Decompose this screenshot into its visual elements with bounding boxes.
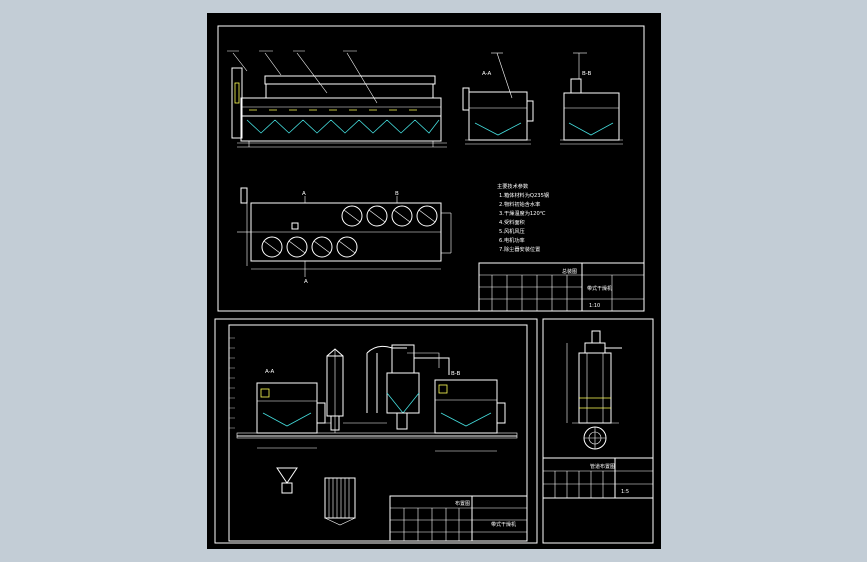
title-block-main-unit: 总装图 [562, 268, 577, 275]
plan-view: A A B [237, 187, 452, 285]
plan-section-b-label: B [395, 191, 399, 197]
plan-section-a-top-label: A [302, 191, 306, 197]
note-line: 5.风机风压 [499, 227, 525, 235]
cad-drawing: A-A B-B [214, 25, 654, 544]
drawing-sheet: A-A B-B [207, 13, 661, 549]
note-line: 1.箱体材料为Q235钢 [499, 191, 549, 199]
technical-notes: 主要技术参数 1.箱体材料为Q235钢 2.物料初始含水率 3.干燥温度为120… [497, 182, 549, 253]
note-line: 6.电机功率 [499, 236, 525, 244]
title-block-lower-name: 带式干燥机 [491, 521, 516, 528]
notes-title: 主要技术参数 [497, 182, 529, 190]
title-block-main-drawing-no: 1:10 [589, 303, 600, 309]
top-frame [217, 25, 645, 312]
title-block-right: 管道布置图 1:5 [542, 457, 654, 499]
layout-section-bb-label: B-B [451, 371, 461, 377]
note-line: 7.除尘器安装位置 [499, 245, 540, 253]
pipe-detail-view [566, 330, 622, 450]
title-block-main-name: 带式干燥机 [587, 285, 612, 292]
section-bb-top: B-B [560, 52, 623, 145]
note-line: 3.干燥温度为120℃ [499, 209, 546, 217]
plan-section-a-bottom-label: A [304, 279, 308, 285]
note-line: 4.受料面积 [499, 218, 525, 226]
title-block-lower-unit: 布置图 [455, 500, 470, 507]
front-elevation-view [227, 50, 447, 148]
section-aa-top-label: A-A [482, 71, 492, 77]
note-line: 2.物料初始含水率 [499, 200, 540, 208]
section-aa-top: A-A [462, 52, 534, 145]
layout-elevation: A-A B-B [236, 344, 518, 526]
title-block-main: 总装图 带式干燥机 1:10 [478, 262, 645, 312]
lower-left-inner-frame [228, 324, 528, 542]
lower-left-frame [214, 318, 538, 544]
lower-right-frame [542, 318, 654, 544]
section-bb-top-label: B-B [582, 71, 592, 77]
layout-section-aa-label: A-A [265, 369, 275, 375]
title-block-lower: 布置图 带式干燥机 [389, 495, 528, 542]
title-block-right-unit: 管道布置图 [590, 463, 615, 470]
title-block-right-drawing-no: 1:5 [621, 489, 629, 495]
